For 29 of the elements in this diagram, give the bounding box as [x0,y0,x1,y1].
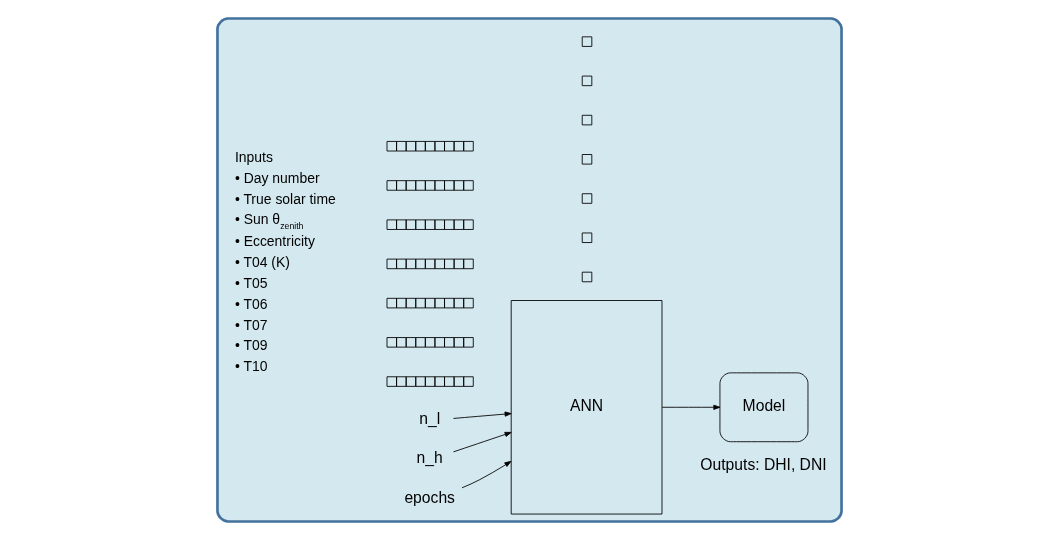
label: • T06 [234,295,268,312]
node-box: Model [719,372,809,443]
node-box [581,75,593,87]
node-box [581,271,593,283]
node-box [581,154,593,165]
node-text: n_h [416,449,443,467]
label: • T09 [234,337,268,354]
node-box [581,232,593,243]
node-text: n_l [419,410,441,428]
arrow [461,460,512,489]
node-box [581,193,593,204]
arrow [453,431,512,453]
label: • T10 [234,358,268,375]
label: Inputs [234,149,273,166]
arrow [661,404,721,410]
label: Outputs: DHI, DNI [700,455,827,473]
arrow [453,411,512,419]
label: • Eccentricity [234,232,315,249]
node-box [581,36,593,47]
node-box [581,114,593,126]
label: • T04 (K) [234,253,290,270]
label: • Day number [234,170,320,187]
cluster [216,17,843,523]
label: • T05 [234,274,268,291]
label: • T07 [234,316,268,333]
node-text: epochs [404,488,455,506]
node-box: ANN [510,300,663,515]
label: • Sun θ$_{zenith}$ [234,211,304,232]
label: • True solar time [234,191,336,208]
